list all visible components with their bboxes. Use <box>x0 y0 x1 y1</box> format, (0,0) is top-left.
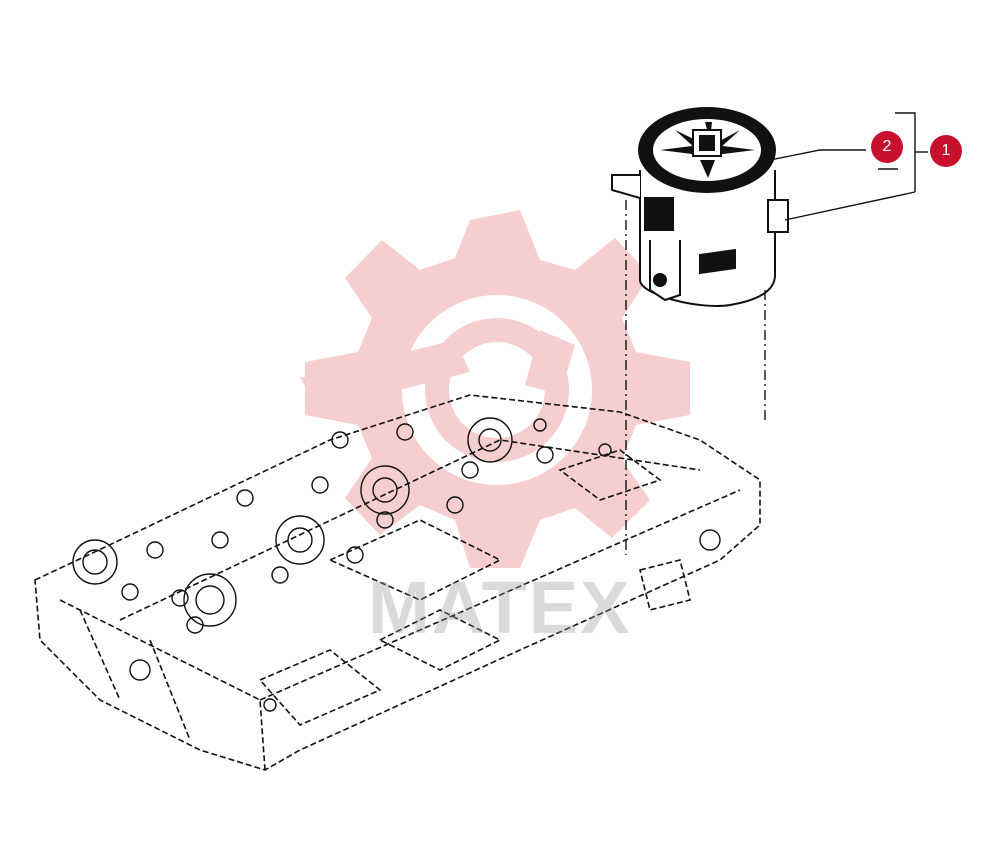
gear-wrench-watermark-icon <box>300 210 690 568</box>
callout-2[interactable]: 2 <box>871 131 903 163</box>
watermark-text: MATEX <box>368 566 632 649</box>
cylinder-head-bolts <box>72 417 721 712</box>
alignment-lines <box>625 200 766 555</box>
cylinder-head-drawing <box>34 394 761 771</box>
leader-lines <box>769 112 928 221</box>
fuel-filter-assembly <box>611 107 789 307</box>
callout-1[interactable]: 1 <box>930 135 962 167</box>
